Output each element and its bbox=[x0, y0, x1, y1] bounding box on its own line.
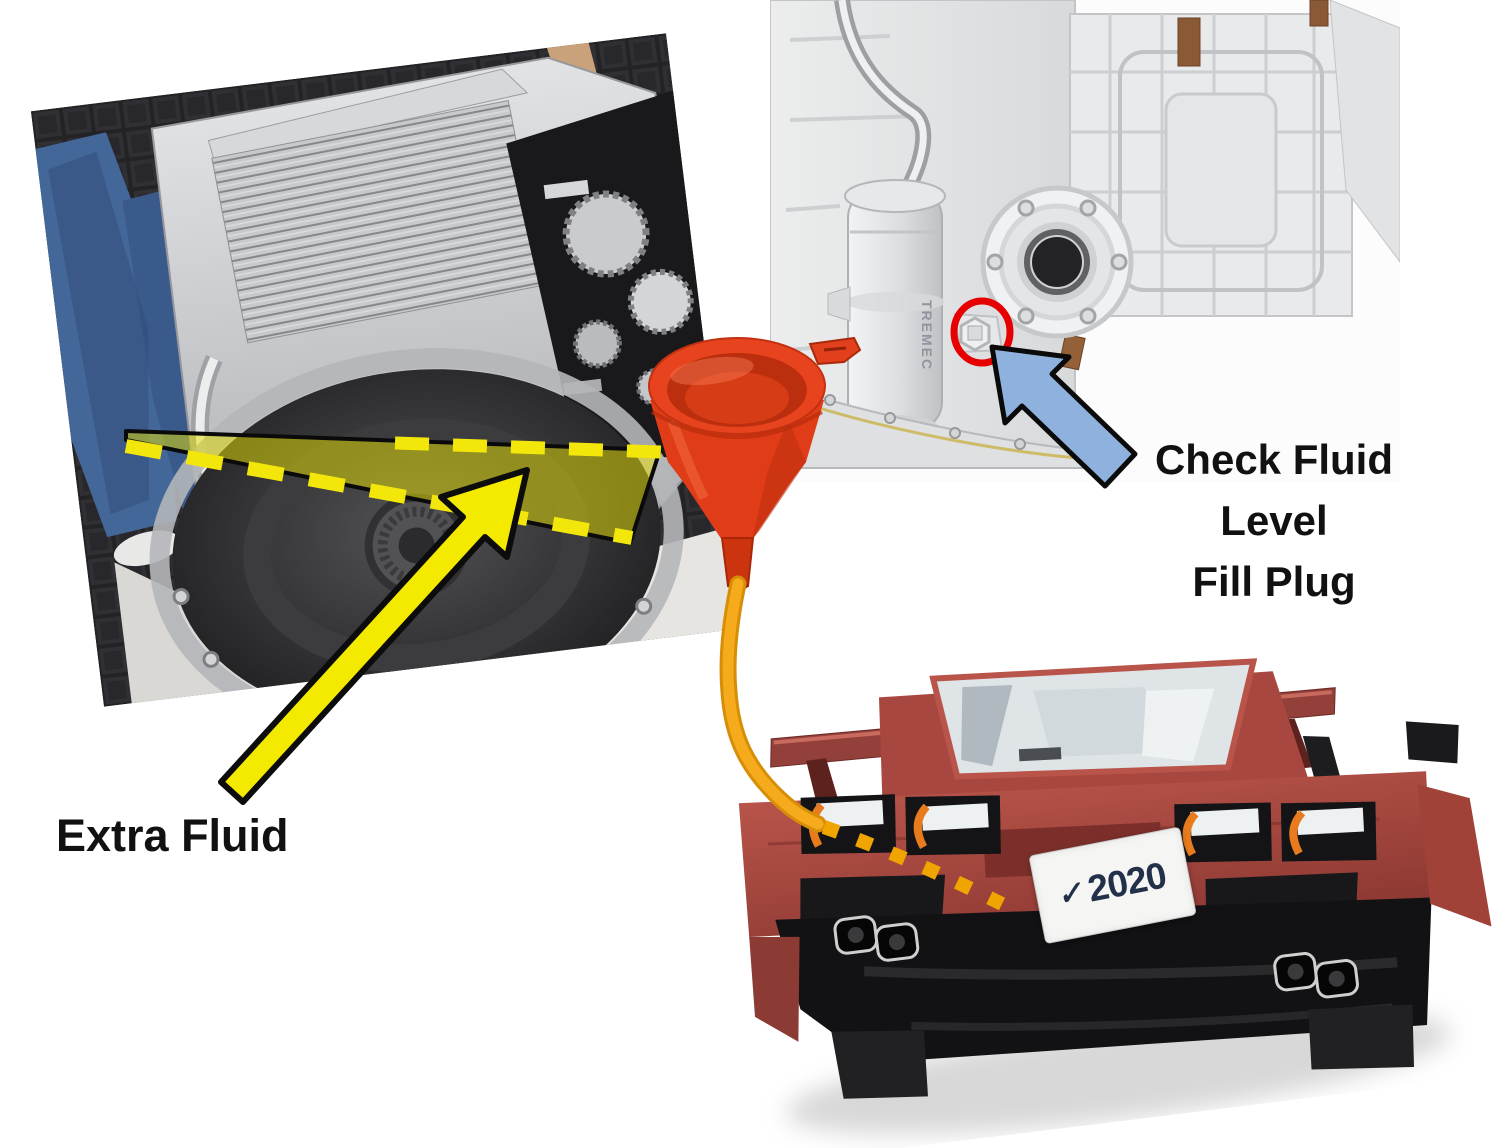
check-fluid-line2: Level bbox=[1220, 496, 1328, 544]
transmission-cutaway-art bbox=[30, 33, 740, 707]
transaxle-case-art: TREMEC bbox=[770, 0, 1400, 482]
car-shadow bbox=[785, 1011, 1452, 1135]
shift-rod bbox=[834, 0, 932, 192]
corvette-v-logo: ✓ bbox=[1059, 873, 1085, 913]
side-mirror bbox=[1405, 721, 1459, 764]
exhaust-tips bbox=[833, 915, 1359, 999]
check-fluid-line1: Check Fluid bbox=[1154, 436, 1394, 483]
plate-year-text: 2020 bbox=[1084, 854, 1170, 910]
tail-lights-right bbox=[1174, 801, 1377, 863]
left-quarter bbox=[749, 936, 800, 1042]
corvette-rear-photo: ✓ 2020 bbox=[709, 595, 1498, 1148]
transmission-cutaway-photo bbox=[30, 33, 740, 707]
ribbed-housing bbox=[1069, 0, 1400, 317]
check-fluid-line3: Fill Plug bbox=[1192, 557, 1356, 605]
output-flange bbox=[980, 185, 1134, 339]
extra-fluid-label: Extra Fluid bbox=[56, 810, 289, 861]
fill-plug bbox=[953, 312, 1004, 354]
lower-diffuser bbox=[775, 897, 1432, 1099]
right-quarter bbox=[1417, 784, 1492, 927]
rear-window bbox=[878, 658, 1348, 810]
transaxle-case-photo: TREMEC bbox=[770, 0, 1400, 482]
case-brand-text: TREMEC bbox=[919, 300, 935, 371]
oil-cooler-fins bbox=[207, 68, 545, 344]
check-fluid-label: Check Fluid Level Fill Plug bbox=[1128, 430, 1420, 613]
